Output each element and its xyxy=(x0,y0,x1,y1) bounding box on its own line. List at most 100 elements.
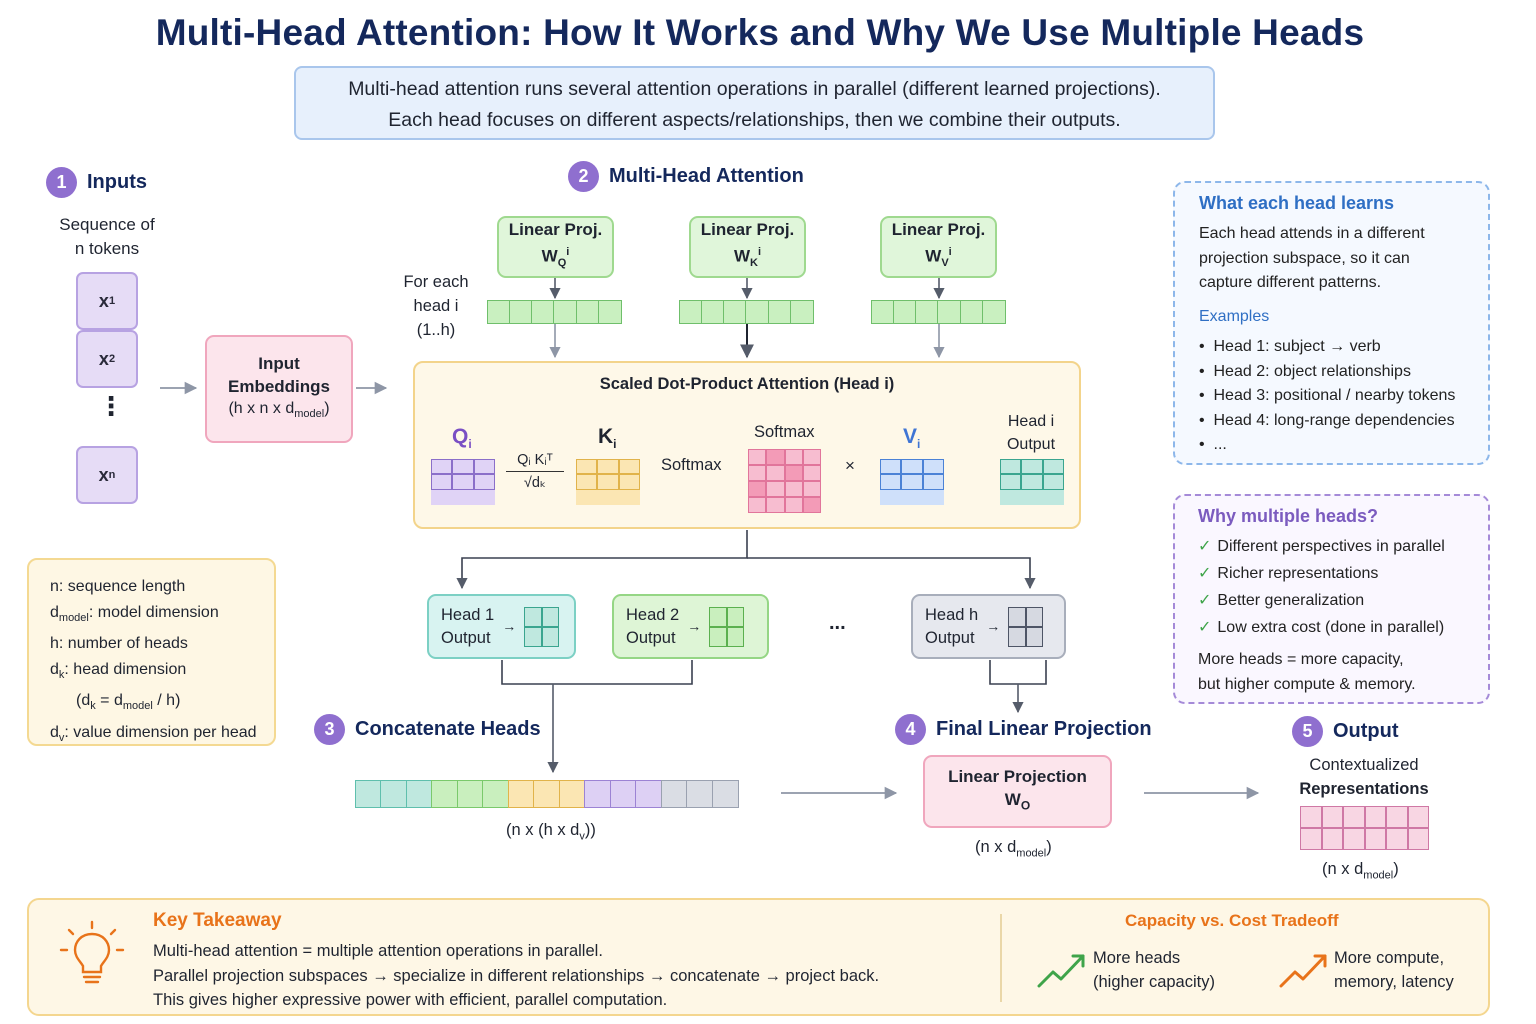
step-5-number: 5 xyxy=(1292,716,1323,747)
scaled-dot-product-attention-box: Scaled Dot-Product Attention (Head i) xyxy=(413,361,1081,529)
key-takeaway-body: Multi-head attention = multiple attentio… xyxy=(153,939,879,1013)
example-item: • Head 1: subject → verb xyxy=(1199,338,1381,355)
more-cost-text: More compute, memory, latency xyxy=(1334,949,1454,991)
check-icon: ✓ xyxy=(1198,592,1212,609)
step-2-number: 2 xyxy=(568,161,599,192)
example-item: • Head 4: long-range dependencies xyxy=(1199,411,1455,429)
why-multi-title: Why multiple heads? xyxy=(1198,506,1379,526)
q-matrix xyxy=(431,459,495,505)
inputs-caption-line-1: Sequence of xyxy=(59,215,155,234)
why-item: ✓Low extra cost (done in parallel) xyxy=(1198,619,1445,636)
wq-symbol: WQi xyxy=(541,246,570,270)
example-item: • ... xyxy=(1199,436,1227,453)
wo-symbol: WO xyxy=(1004,790,1031,813)
lightbulb-icon xyxy=(59,920,125,984)
why-note-line-2: but higher compute & memory. xyxy=(1198,675,1416,693)
what-learns-body-2: projection subspace, so it can xyxy=(1199,249,1410,267)
example-item: • Head 2: object relationships xyxy=(1199,362,1411,380)
concat-shape: (n x (h x dv)) xyxy=(506,821,596,843)
examples-title: Examples xyxy=(1199,307,1270,325)
takeaway-divider xyxy=(1000,914,1002,1002)
head-i-output-matrix xyxy=(1000,459,1064,505)
linear-proj-wk: Linear Proj. WKi xyxy=(689,216,806,278)
fraction-numerator: Qᵢ Kᵢᵀ xyxy=(506,452,564,472)
intro-box: Multi-head attention runs several attent… xyxy=(294,66,1215,140)
check-icon: ✓ xyxy=(1198,619,1212,636)
legend-dk-formula: (dk = dmodel / h) xyxy=(76,692,181,713)
key-takeaway-title: Key Takeaway xyxy=(153,910,282,931)
head-i-output-line-1: Head i xyxy=(1007,413,1055,430)
step-5-label: Output xyxy=(1333,720,1399,742)
what-each-head-learns-panel: What each head learns Each head attends … xyxy=(1173,181,1490,465)
what-learns-title: What each head learns xyxy=(1199,193,1395,213)
step-5-header: 5 Output xyxy=(1292,716,1399,747)
wk-symbol: WKi xyxy=(733,246,762,270)
step-2-header: 2 Multi-Head Attention xyxy=(568,161,804,192)
why-item: ✓Different perspectives in parallel xyxy=(1198,538,1445,555)
v-label: Vi xyxy=(903,425,921,452)
arrow-icon: → xyxy=(502,618,517,634)
step-4-label: Final Linear Projection xyxy=(936,718,1152,740)
v-projection-vector xyxy=(870,300,1006,324)
embeddings-shape: (h x n x dmodel) xyxy=(228,400,330,421)
head-i-output-label: Head i Output xyxy=(995,410,1067,456)
k-matrix xyxy=(576,459,640,505)
wq-label: Linear Proj. xyxy=(508,220,603,240)
check-icon: ✓ xyxy=(1198,565,1212,582)
why-multiple-heads-panel: Why multiple heads? ✓Different perspecti… xyxy=(1173,494,1490,704)
trend-up-green-icon xyxy=(1037,954,1085,988)
output-matrix xyxy=(1300,806,1429,850)
embeddings-line-2: Embeddings xyxy=(227,377,330,397)
k-projection-vector xyxy=(678,300,814,324)
legend-dk: dk: head dimension xyxy=(50,661,187,682)
step-2-label: Multi-Head Attention xyxy=(609,165,804,187)
inputs-caption-line-2: n tokens xyxy=(74,239,140,258)
step-4-number: 4 xyxy=(895,714,926,745)
for-each-line-2: head i xyxy=(413,297,459,315)
attention-weights-matrix xyxy=(748,449,821,513)
embeddings-line-1: Input xyxy=(258,354,300,374)
inputs-caption: Sequence of n tokens xyxy=(40,213,174,261)
trend-up-orange-icon xyxy=(1279,954,1327,988)
head-i-output-line-2: Output xyxy=(1006,436,1056,453)
fraction-denominator: √dₖ xyxy=(523,475,547,491)
input-embeddings-box: Input Embeddings (h x n x dmodel) xyxy=(205,335,353,443)
legend-n: n: sequence length xyxy=(50,578,186,595)
final-shape: (n x dmodel) xyxy=(975,838,1052,860)
step-3-number: 3 xyxy=(314,714,345,745)
arrow-heads-to-concat xyxy=(501,660,693,685)
what-learns-body-3: capture different patterns. xyxy=(1199,274,1382,291)
output-shape: (n x dmodel) xyxy=(1322,860,1399,882)
step-3-header: 3 Concatenate Heads xyxy=(314,714,541,745)
legend-h: h: number of heads xyxy=(50,635,188,653)
more-heads-text: More heads (higher capacity) xyxy=(1093,949,1215,991)
head-1-mini-matrix xyxy=(524,606,560,647)
scaling-fraction: Qᵢ Kᵢᵀ √dₖ xyxy=(506,452,564,491)
takeaway-line-2: Parallel projection subspaces → speciali… xyxy=(153,966,880,985)
wv-symbol: WVi xyxy=(925,246,952,270)
why-note-line-1: More heads = more capacity, xyxy=(1198,651,1404,668)
final-linear-projection-box: Linear Projection WO xyxy=(923,755,1112,828)
key-takeaway-panel: Key Takeaway Multi-head attention = mult… xyxy=(27,898,1490,1016)
v-matrix xyxy=(880,459,944,505)
linear-proj-wq: Linear Proj. WQi xyxy=(497,216,614,278)
wv-label: Linear Proj. xyxy=(891,220,986,240)
softmax-matrix-label: Softmax xyxy=(754,423,815,441)
page-title: Multi-Head Attention: How It Works and W… xyxy=(155,12,1365,53)
output-caption: Contextualized Representations xyxy=(1284,753,1444,801)
token-ellipsis: ⋮ xyxy=(98,391,124,421)
check-icon: ✓ xyxy=(1198,538,1212,555)
what-learns-body-1: Each head attends in a different xyxy=(1199,225,1425,242)
step-1-number: 1 xyxy=(46,167,77,198)
intro-line-1: Multi-head attention runs several attent… xyxy=(348,78,1161,100)
takeaway-line-3: This gives higher expressive power with … xyxy=(153,991,668,1009)
legend-dv: dv: value dimension per head xyxy=(50,723,257,744)
for-each-line-3: (1..h) xyxy=(416,321,456,339)
